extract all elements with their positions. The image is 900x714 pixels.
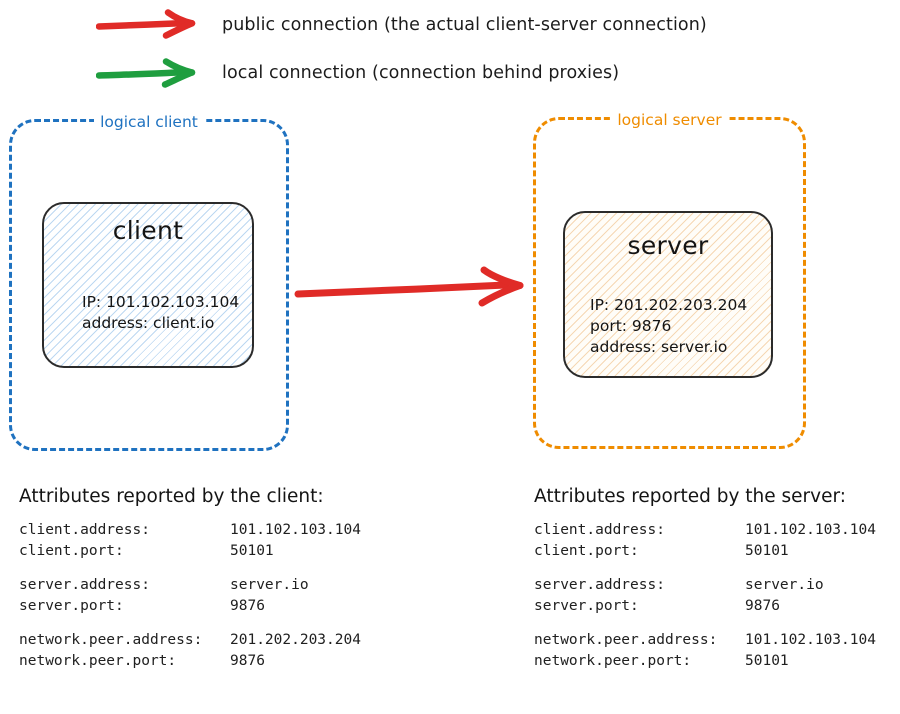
client-node-line-ip: IP: 101.102.103.104 <box>82 293 240 311</box>
attribute-row: client.address: 101.102.103.104 <box>534 520 876 541</box>
attribute-row: client.port: 50101 <box>19 541 361 562</box>
attribute-row: network.peer.address: 101.102.103.104 <box>534 630 876 651</box>
attribute-value: 9876 <box>230 653 265 669</box>
logical-server-container: logical server <box>533 107 806 449</box>
public-connection-arrow <box>294 266 524 307</box>
attribute-row: server.port: 9876 <box>534 596 876 617</box>
legend-label-public-connection: public connection (the actual client-ser… <box>222 15 707 35</box>
client-node[interactable]: client IP: 101.102.103.104 address: clie… <box>42 202 254 368</box>
client-node-details: IP: 101.102.103.104 address: client.io <box>82 292 239 334</box>
attribute-value: server.io <box>745 577 824 593</box>
server-attributes-group-network-peer: network.peer.address: 101.102.103.104 ne… <box>534 630 876 672</box>
legend-label-local-connection: local connection (connection behind prox… <box>222 63 620 83</box>
attribute-value: 101.102.103.104 <box>745 522 876 538</box>
attribute-key: client.address: <box>19 522 150 538</box>
server-attributes-heading: Attributes reported by the server: <box>534 486 846 507</box>
client-attributes-heading: Attributes reported by the client: <box>19 486 324 507</box>
attribute-key: server.port: <box>19 598 124 614</box>
attribute-value: 101.102.103.104 <box>745 632 876 648</box>
legend-item-public-connection: public connection (the actual client-ser… <box>96 8 707 42</box>
client-attributes-group-client: client.address: 101.102.103.104 client.p… <box>19 520 361 562</box>
legend-item-local-connection: local connection (connection behind prox… <box>96 56 619 90</box>
client-node-title: client <box>112 216 184 245</box>
attribute-row: network.peer.port: 50101 <box>534 651 876 672</box>
client-attributes-group-network-peer: network.peer.address: 201.202.203.204 ne… <box>19 630 361 672</box>
client-attributes-block: Attributes reported by the client: clien… <box>19 486 361 672</box>
attribute-key: network.peer.address: <box>19 632 203 648</box>
attribute-row: server.address: server.io <box>19 575 361 596</box>
attribute-key: server.address: <box>19 577 150 593</box>
attribute-value: 50101 <box>745 653 789 669</box>
attribute-row: client.port: 50101 <box>534 541 876 562</box>
attribute-key: network.peer.port: <box>19 653 177 669</box>
logical-client-title: logical client <box>94 109 204 135</box>
green-arrow-icon <box>96 58 196 88</box>
attribute-row: network.peer.address: 201.202.203.204 <box>19 630 361 651</box>
server-node-line-ip: IP: 201.202.203.204 <box>590 296 748 314</box>
client-node-line-address: address: client.io <box>82 314 215 332</box>
attribute-row: client.address: 101.102.103.104 <box>19 520 361 541</box>
attribute-row: network.peer.port: 9876 <box>19 651 361 672</box>
server-node-details: IP: 201.202.203.204 port: 9876 address: … <box>590 295 747 358</box>
client-attributes-group-server: server.address: server.io server.port: 9… <box>19 575 361 617</box>
logical-client-container: logical client <box>9 109 289 451</box>
server-node-line-address: address: server.io <box>590 338 728 356</box>
server-attributes-group-server: server.address: server.io server.port: 9… <box>534 575 876 617</box>
attribute-key: client.port: <box>534 543 639 559</box>
attribute-value: 9876 <box>230 598 265 614</box>
server-attributes-group-client: client.address: 101.102.103.104 client.p… <box>534 520 876 562</box>
attribute-value: 201.202.203.204 <box>230 632 361 648</box>
attribute-key: network.peer.port: <box>534 653 692 669</box>
attribute-row: server.port: 9876 <box>19 596 361 617</box>
red-arrow-icon <box>96 9 196 39</box>
attribute-key: server.port: <box>534 598 639 614</box>
attribute-key: server.address: <box>534 577 665 593</box>
attribute-key: network.peer.address: <box>534 632 718 648</box>
attribute-value: server.io <box>230 577 309 593</box>
server-node-line-port: port: 9876 <box>590 317 672 335</box>
attribute-value: 50101 <box>230 543 274 559</box>
attribute-key: client.address: <box>534 522 665 538</box>
server-node[interactable]: server IP: 201.202.203.204 port: 9876 ad… <box>563 211 773 378</box>
attribute-value: 50101 <box>745 543 789 559</box>
attribute-value: 9876 <box>745 598 780 614</box>
server-attributes-block: Attributes reported by the server: clien… <box>534 486 876 672</box>
attribute-key: client.port: <box>19 543 124 559</box>
attribute-row: server.address: server.io <box>534 575 876 596</box>
attribute-value: 101.102.103.104 <box>230 522 361 538</box>
server-node-title: server <box>627 231 709 260</box>
logical-server-title: logical server <box>611 107 728 133</box>
